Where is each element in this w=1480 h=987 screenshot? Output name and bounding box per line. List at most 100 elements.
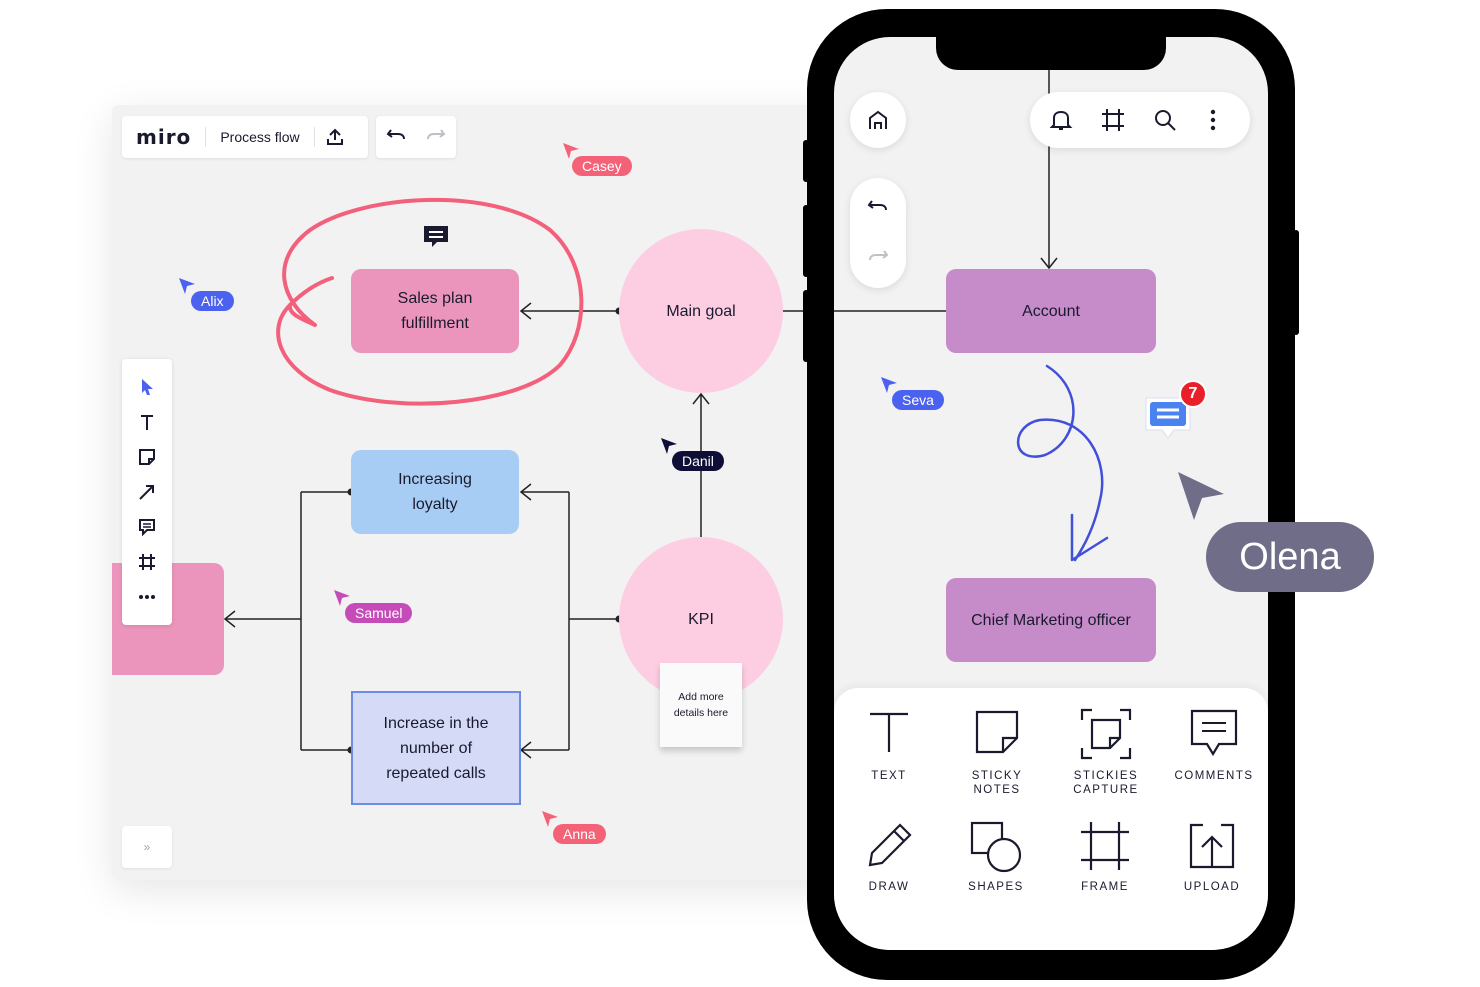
more-menu-button[interactable]: [1208, 108, 1218, 137]
node-sales-plan-label: Sales plan fulfillment: [397, 290, 473, 332]
sticky-note-icon: [139, 449, 155, 465]
board-title[interactable]: Process flow: [205, 127, 315, 147]
cursor-arrow-icon: [142, 379, 153, 395]
cursor-label-casey: Casey: [572, 156, 632, 176]
tray-text[interactable]: TEXT: [834, 708, 944, 783]
connector-tool[interactable]: [135, 480, 159, 504]
tray-upload-label: UPLOAD: [1183, 881, 1241, 893]
pencil-icon: [868, 823, 912, 867]
comment-icon: [1190, 709, 1238, 757]
sticky-note[interactable]: Add more details here: [660, 663, 742, 747]
cursor-label-samuel: Samuel: [345, 603, 413, 623]
cursor-label-seva: Seva: [892, 390, 944, 410]
home-icon: [869, 110, 887, 129]
tray-comments-label: COMMENTS: [1174, 770, 1254, 782]
tray-shapes-label: SHAPES: [968, 881, 1024, 893]
sticky-tool[interactable]: [135, 445, 159, 469]
bell-icon: [1049, 110, 1073, 130]
text-icon: [141, 415, 153, 430]
cursor-seva-icon: [881, 377, 897, 393]
blue-freehand-arrow: [1016, 364, 1109, 562]
mobile-redo-button[interactable]: [867, 248, 889, 269]
undo-icon: [386, 128, 405, 139]
phone-volume-up: [803, 205, 809, 277]
cursor-label-anna: Anna: [553, 824, 606, 844]
tray-frame-label: FRAME: [1081, 881, 1129, 893]
frame-tool[interactable]: [135, 550, 159, 574]
mobile-undo-redo: [850, 178, 906, 288]
arrow-line-icon: [139, 485, 154, 500]
tray-shapes[interactable]: SHAPES: [941, 821, 1051, 894]
comment-thread-button[interactable]: [1144, 396, 1192, 442]
node-increase-calls[interactable]: Increase in the number of repeated calls: [351, 691, 521, 805]
node-increasing-loyalty[interactable]: Increasing loyalty: [351, 450, 519, 534]
tray-draw-label: DRAW: [868, 881, 910, 893]
cursor-anna-icon: [542, 811, 558, 827]
cursor-casey-icon: [563, 143, 579, 159]
sticky-note-text: Add more details here: [673, 691, 729, 719]
more-tools-button[interactable]: [135, 585, 159, 609]
share-upload-button[interactable]: [315, 116, 355, 158]
redo-icon: [427, 128, 446, 139]
node-account-label: Account: [1022, 302, 1080, 320]
miro-logo[interactable]: miro: [136, 125, 192, 149]
tray-upload[interactable]: UPLOAD: [1157, 821, 1267, 894]
search-button[interactable]: [1153, 108, 1177, 137]
redo-button[interactable]: [426, 127, 446, 148]
phone-volume-down: [803, 290, 809, 362]
shapes-icon: [970, 821, 1022, 873]
mobile-tool-tray: [834, 688, 1268, 950]
comment-count-badge: 7: [1179, 380, 1207, 408]
node-sales-plan[interactable]: Sales plan fulfillment: [351, 269, 519, 353]
node-cmo-label: Chief Marketing officer: [971, 611, 1131, 629]
more-vertical-icon: [1210, 109, 1216, 131]
mobile-top-toolbar: [1030, 92, 1250, 148]
node-increase-calls-label: Increase in the number of repeated calls: [383, 714, 489, 782]
frames-button[interactable]: [1101, 108, 1125, 137]
tray-text-label: TEXT: [871, 770, 907, 782]
node-account[interactable]: Account: [946, 269, 1156, 353]
cursor-label-alix: Alix: [191, 291, 234, 311]
cursor-samuel-icon: [334, 590, 350, 606]
node-increasing-loyalty-label: Increasing loyalty: [398, 471, 472, 513]
tray-draw[interactable]: DRAW: [834, 821, 944, 894]
more-horizontal-icon: [139, 595, 155, 599]
undo-icon: [867, 200, 887, 211]
red-freehand-circle: [276, 197, 584, 406]
phone-side-button: [803, 140, 809, 182]
notifications-button[interactable]: [1049, 108, 1073, 137]
expand-panel-button[interactable]: »: [122, 826, 172, 868]
frame-icon: [1081, 822, 1129, 870]
frame-icon: [139, 554, 155, 570]
node-kpi-label: KPI: [688, 610, 714, 628]
comment-bubble-icon: [1145, 397, 1191, 439]
upload-icon: [1189, 823, 1235, 869]
tray-sticky-notes[interactable]: STICKY NOTES: [942, 708, 1052, 797]
phone-power-button: [1293, 230, 1299, 335]
comment-tool[interactable]: [135, 515, 159, 539]
tray-stickies-capture-label: STICKIES CAPTURE: [1073, 770, 1139, 796]
cursor-label-olena: Olena: [1206, 522, 1374, 592]
tray-stickies-capture[interactable]: STICKIES CAPTURE: [1051, 708, 1161, 797]
node-main-goal-label: Main goal: [666, 302, 736, 320]
phone-notch: [936, 30, 1166, 70]
mobile-undo-button[interactable]: [867, 198, 889, 219]
text-icon: [870, 712, 908, 752]
undo-button[interactable]: [386, 127, 406, 148]
tray-frame[interactable]: FRAME: [1050, 821, 1160, 894]
comment-marker-icon[interactable]: [422, 224, 450, 250]
select-tool[interactable]: [135, 375, 159, 399]
undo-redo-bar: [376, 116, 456, 158]
mobile-home-button[interactable]: [850, 92, 906, 148]
stickies-capture-icon: [1080, 708, 1132, 760]
cursor-danil-icon: [661, 438, 677, 454]
cursor-label-danil: Danil: [672, 451, 724, 471]
sticky-note-icon: [975, 710, 1019, 754]
node-cmo[interactable]: Chief Marketing officer: [946, 578, 1156, 662]
tray-comments[interactable]: COMMENTS: [1159, 708, 1269, 783]
text-tool[interactable]: [135, 410, 159, 434]
cursor-alix-icon: [179, 278, 195, 294]
node-main-goal[interactable]: Main goal: [619, 229, 783, 393]
redo-icon: [869, 250, 889, 261]
